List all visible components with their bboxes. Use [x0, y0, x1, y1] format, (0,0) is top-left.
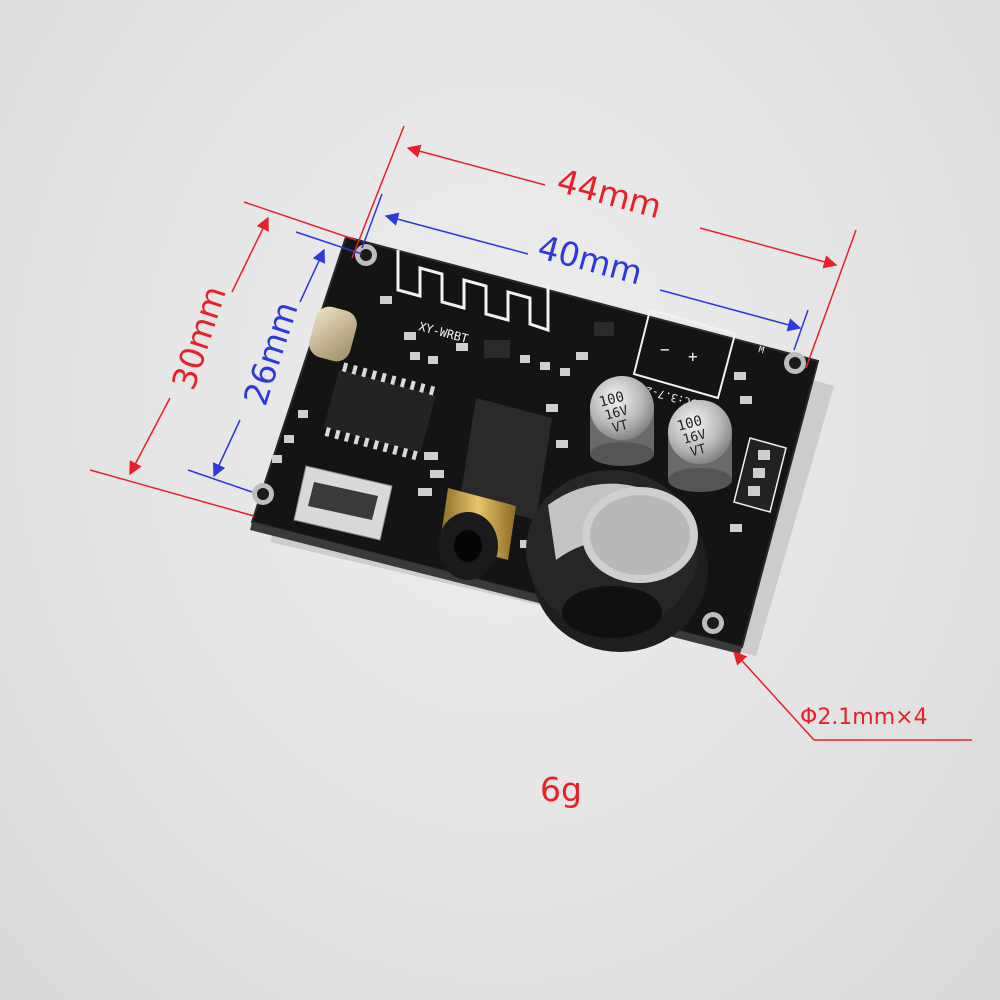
weight-label: 6g — [540, 770, 582, 809]
capacitor-1: 100 16V VT — [590, 376, 654, 466]
crystal-oscillator — [309, 306, 357, 362]
hole-spec-callout: Φ2.1mm×4 — [733, 651, 972, 741]
power-plus-label: + — [688, 347, 698, 366]
volume-knob — [526, 470, 708, 652]
power-minus-label: − — [660, 340, 670, 359]
mute-label: M — [757, 345, 765, 356]
audio-jack — [438, 398, 552, 580]
mounting-holes — [252, 244, 806, 634]
smd-components — [272, 296, 752, 548]
svg-text:100: 100 — [675, 413, 704, 435]
capacitor-2: 100 16V VT — [668, 400, 732, 492]
antenna-trace — [396, 250, 550, 333]
output-pin-header — [733, 437, 787, 513]
hole-spec-label: Φ2.1mm×4 — [800, 705, 928, 730]
svg-text:100: 100 — [597, 389, 626, 411]
svg-text:VT: VT — [689, 442, 708, 461]
micro-usb-port — [293, 465, 393, 541]
dimension-30mm-label: 30mm — [164, 281, 234, 394]
audio-ic-chip — [323, 362, 436, 461]
dimension-40mm-label: 40mm — [534, 227, 647, 292]
dimension-44mm-label: 44mm — [553, 161, 666, 226]
svg-text:16V: 16V — [681, 427, 708, 448]
svg-text:VT: VT — [611, 418, 630, 437]
power-terminal-outline — [632, 308, 737, 400]
svg-text:16V: 16V — [603, 403, 630, 424]
